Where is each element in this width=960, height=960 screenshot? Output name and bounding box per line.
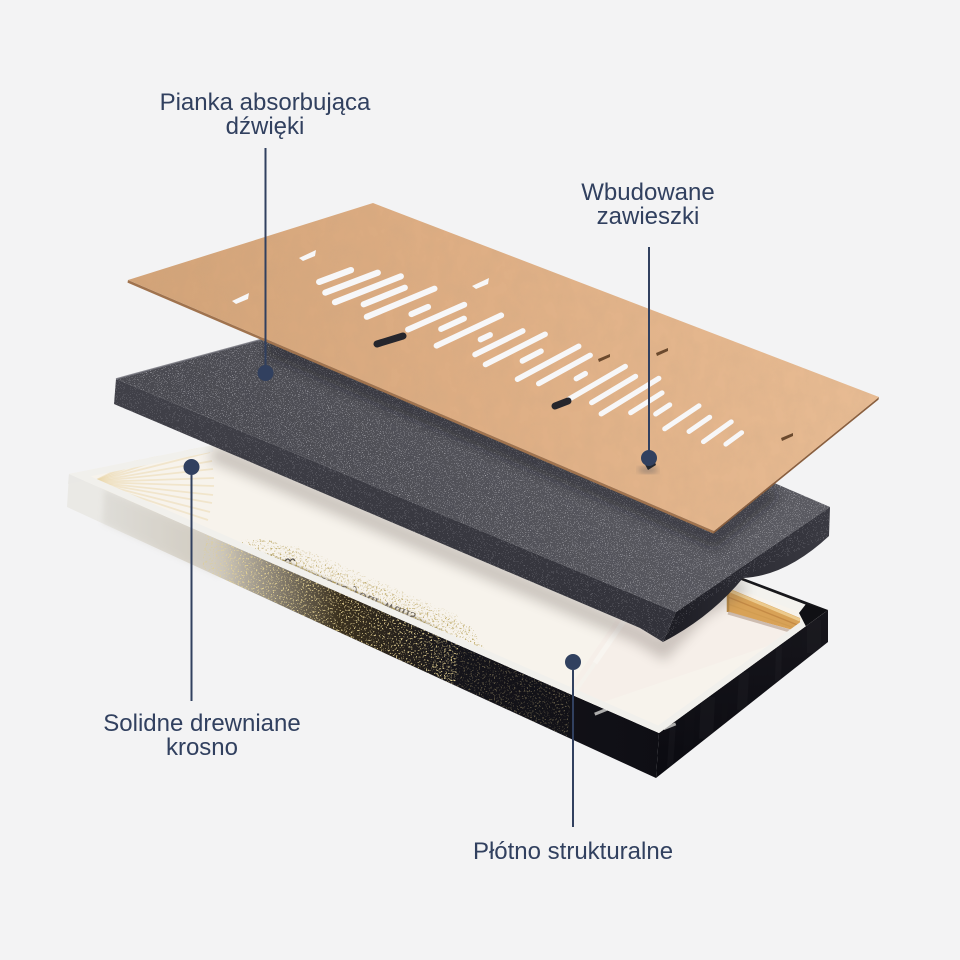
svg-text:Płótno strukturalne: Płótno strukturalne — [473, 838, 673, 865]
svg-text:Pianka absorbująca: Pianka absorbująca — [160, 89, 371, 116]
svg-text:Wbudowane: Wbudowane — [581, 179, 714, 206]
svg-text:krosno: krosno — [166, 734, 238, 761]
svg-text:zawieszki: zawieszki — [597, 203, 700, 230]
svg-text:dźwięki: dźwięki — [226, 113, 305, 140]
svg-text:Solidne drewniane: Solidne drewniane — [103, 710, 300, 737]
